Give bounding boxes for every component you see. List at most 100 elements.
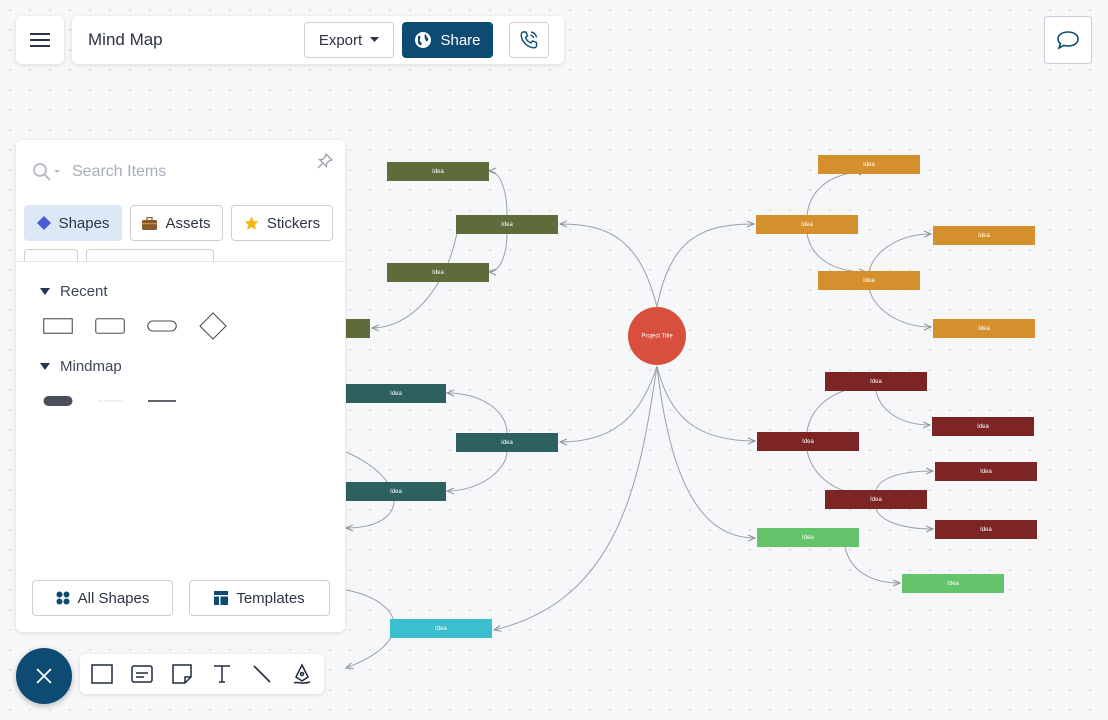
- connector-line[interactable]: [489, 171, 508, 216]
- shape-rectangle[interactable]: [43, 317, 73, 335]
- idea-node-box[interactable]: [902, 574, 1004, 593]
- idea-node[interactable]: Idea: [933, 226, 1035, 245]
- idea-node[interactable]: Idea: [933, 319, 1035, 338]
- idea-node-box[interactable]: [387, 263, 489, 282]
- idea-node[interactable]: Idea: [346, 384, 446, 403]
- line-tool[interactable]: [250, 662, 274, 686]
- idea-node[interactable]: Idea: [935, 462, 1037, 481]
- close-toolbar-button[interactable]: [16, 648, 72, 704]
- section-mindmap[interactable]: Mindmap: [40, 358, 122, 375]
- central-topic[interactable]: Project Title: [628, 307, 686, 365]
- idea-node-box[interactable]: [757, 432, 859, 451]
- connector-line[interactable]: [806, 232, 866, 272]
- connector-line[interactable]: [447, 393, 508, 434]
- idea-node[interactable]: Idea: [825, 490, 927, 509]
- idea-node-box[interactable]: [346, 319, 370, 338]
- connector-line[interactable]: [560, 224, 658, 308]
- central-topic-circle[interactable]: [628, 307, 686, 365]
- export-button[interactable]: Export: [304, 22, 394, 58]
- connector-line[interactable]: [447, 450, 508, 491]
- idea-node[interactable]: Idea: [902, 574, 1004, 593]
- all-shapes-button[interactable]: All Shapes: [32, 580, 173, 616]
- text-tool[interactable]: [210, 662, 234, 686]
- connector-line[interactable]: [806, 386, 876, 433]
- section-recent[interactable]: Recent: [40, 283, 108, 300]
- pen-tool[interactable]: [290, 662, 314, 686]
- idea-node[interactable]: Idea: [932, 417, 1034, 436]
- idea-node-box[interactable]: [456, 215, 558, 234]
- connector-line[interactable]: [868, 288, 931, 327]
- shape-diamond[interactable]: [198, 312, 228, 340]
- tab-assets[interactable]: Assets: [130, 205, 223, 241]
- comment-button[interactable]: [1044, 16, 1092, 64]
- shape-mindmap-line[interactable]: [147, 394, 177, 408]
- idea-node-box[interactable]: [818, 271, 920, 290]
- idea-node-box[interactable]: [933, 226, 1035, 245]
- idea-node[interactable]: Idea: [935, 520, 1037, 539]
- idea-node-box[interactable]: [756, 215, 858, 234]
- idea-node-box[interactable]: [757, 528, 859, 547]
- connector-line[interactable]: [494, 365, 658, 630]
- share-button[interactable]: Share: [402, 22, 493, 58]
- shape-mindmap-pill[interactable]: [43, 394, 73, 408]
- connector-line[interactable]: [868, 234, 931, 272]
- connector-line[interactable]: [875, 471, 933, 491]
- idea-node-box[interactable]: [825, 490, 927, 509]
- idea-node-box[interactable]: [390, 619, 492, 638]
- idea-node[interactable]: Idea: [757, 432, 859, 451]
- idea-node[interactable]: Idea: [756, 215, 858, 234]
- idea-node-box[interactable]: [932, 417, 1034, 436]
- search-input[interactable]: [72, 160, 302, 184]
- connector-line[interactable]: [346, 589, 395, 668]
- call-button[interactable]: [509, 22, 549, 58]
- menu-button[interactable]: [16, 16, 64, 64]
- connector-line[interactable]: [844, 546, 900, 583]
- tab-stickers[interactable]: Stickers: [231, 205, 333, 241]
- idea-node[interactable]: Idea: [456, 215, 558, 234]
- all-shapes-label: All Shapes: [77, 589, 150, 607]
- idea-node[interactable]: Idea: [757, 528, 859, 547]
- section-recent-title: Recent: [60, 283, 108, 300]
- card-tool[interactable]: [130, 662, 154, 686]
- idea-node-box[interactable]: [935, 520, 1037, 539]
- connector-line[interactable]: [489, 232, 508, 272]
- idea-node[interactable]: Idea: [456, 433, 558, 452]
- idea-node[interactable]: Idea: [818, 271, 920, 290]
- connector-line[interactable]: [656, 365, 755, 538]
- idea-node-box[interactable]: [346, 482, 446, 501]
- idea-node[interactable]: Idea: [825, 372, 927, 391]
- idea-node-box[interactable]: [935, 462, 1037, 481]
- rectangle-tool[interactable]: [90, 662, 114, 686]
- idea-node-box[interactable]: [825, 372, 927, 391]
- shape-mindmap-dotted-line[interactable]: [98, 394, 124, 408]
- search-icon[interactable]: [32, 162, 62, 182]
- connector-line[interactable]: [806, 172, 866, 216]
- connector-line[interactable]: [875, 390, 930, 425]
- collapse-triangle-icon: [40, 288, 50, 295]
- connector-line[interactable]: [372, 232, 458, 328]
- idea-node[interactable]: Idea: [390, 619, 492, 638]
- idea-node[interactable]: Idea: [818, 155, 920, 174]
- tab-shapes[interactable]: Shapes: [24, 205, 122, 241]
- connector-line[interactable]: [656, 224, 754, 308]
- document-title[interactable]: Mind Map: [88, 30, 163, 49]
- connector-line[interactable]: [560, 365, 658, 442]
- connector-line[interactable]: [806, 449, 876, 496]
- templates-button[interactable]: Templates: [189, 580, 330, 616]
- idea-node[interactable]: Idea: [346, 482, 446, 501]
- idea-node[interactable]: Idea: [387, 263, 489, 282]
- idea-node-box[interactable]: [387, 162, 489, 181]
- idea-node-box[interactable]: [346, 384, 446, 403]
- idea-node-box[interactable]: [456, 433, 558, 452]
- idea-node-box[interactable]: [818, 155, 920, 174]
- shape-rounded-rectangle[interactable]: [95, 317, 125, 335]
- connector-line[interactable]: [656, 365, 755, 441]
- shape-pill[interactable]: [147, 317, 177, 335]
- idea-node[interactable]: Idea: [387, 162, 489, 181]
- connector-line[interactable]: [875, 508, 933, 529]
- pin-icon[interactable]: [316, 152, 334, 170]
- idea-node[interactable]: [346, 319, 370, 338]
- sticky-note-tool[interactable]: [170, 662, 194, 686]
- idea-node-box[interactable]: [933, 319, 1035, 338]
